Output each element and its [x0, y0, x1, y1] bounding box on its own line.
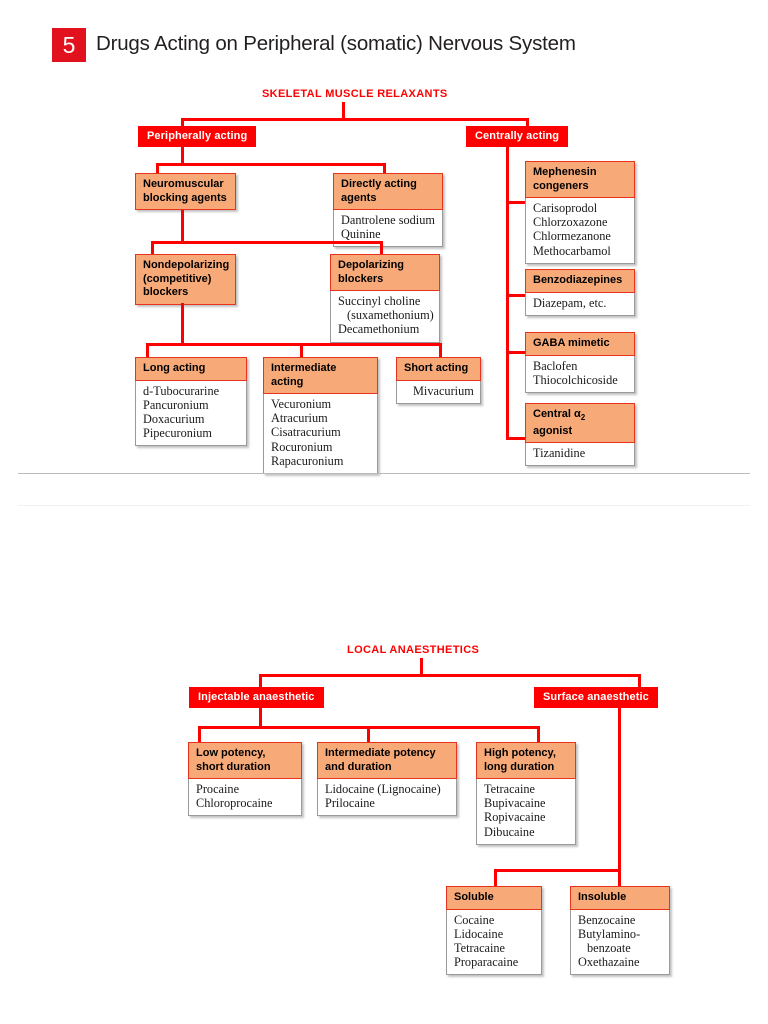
node-centrally-acting[interactable]: Centrally acting — [466, 126, 569, 147]
card-body: Cocaine Lidocaine Tetracaine Proparacain… — [446, 909, 542, 976]
connector-peripheral-stem — [181, 145, 184, 165]
connector-root2-stem — [420, 658, 423, 675]
card-body: Tetracaine Bupivacaine Ropivacaine Dibuc… — [476, 779, 576, 845]
connector-root-left-drop — [181, 118, 184, 130]
connector-root-stem — [342, 102, 345, 119]
card-central-alpha2-agonist[interactable]: Central α2 agonist Tizanidine — [525, 403, 635, 467]
node-surface-anaesthetic[interactable]: Surface anaesthetic — [534, 687, 658, 708]
connector-nondepol-bar — [146, 343, 442, 346]
connector-central-stub-gaba — [506, 351, 527, 354]
root-label-skeletal-muscle-relaxants: SKELETAL MUSCLE RELAXANTS — [262, 88, 448, 100]
root-label-local-anaesthetics: LOCAL ANAESTHETICS — [347, 644, 480, 656]
card-low-potency-short-duration[interactable]: Low potency, short duration Procaine Chl… — [188, 742, 302, 817]
card-body: Tizanidine — [525, 443, 635, 467]
card-intermediate-potency-and-duration[interactable]: Intermediate potency and duration Lidoca… — [317, 742, 457, 817]
connector-insoluble-drop — [618, 869, 621, 887]
connector-root2-right-drop — [638, 674, 641, 687]
card-body: Carisoprodol Chlorzoxazone Chlormezanone… — [525, 198, 635, 264]
connector-intermediate-drop — [300, 343, 303, 359]
section-divider-faint — [18, 505, 750, 506]
card-body: d-Tubocurarine Pancuronium Doxacurium Pi… — [135, 380, 247, 447]
connector-root-right-drop — [526, 118, 529, 130]
card-header: Insoluble — [570, 886, 670, 910]
card-header: Low potency, short duration — [188, 742, 302, 779]
connector-soluble-drop — [494, 869, 497, 887]
chapter-number-badge: 5 — [52, 28, 86, 62]
card-neuromuscular-blocking-agents[interactable]: Neuromuscular blocking agents — [135, 173, 236, 210]
card-short-acting[interactable]: Short acting Mivacurium — [396, 357, 481, 404]
page-title: Drugs Acting on Peripheral (somatic) Ner… — [96, 32, 576, 55]
card-body: Baclofen Thiocolchicoside — [525, 355, 635, 393]
connector-nondepol-stem — [181, 303, 184, 345]
card-benzodiazepines[interactable]: Benzodiazepines Diazepam, etc. — [525, 269, 635, 316]
connector-injectable-stem — [259, 706, 262, 728]
card-high-potency-long-duration[interactable]: High potency, long duration Tetracaine B… — [476, 742, 576, 845]
card-body: Vecuronium Atracurium Cisatracurium Rocu… — [263, 394, 378, 475]
card-header: High potency, long duration — [476, 742, 576, 779]
connector-central-stub-alpha2 — [506, 437, 527, 440]
connector-long-drop — [146, 343, 149, 359]
card-body: Lidocaine (Lignocaine) Prilocaine — [317, 779, 457, 817]
card-header: GABA mimetic — [525, 332, 635, 356]
card-header: Short acting — [396, 357, 481, 381]
connector-central-stub-mephenesin — [506, 201, 527, 204]
connector-central-stub-benzodiazepines — [506, 294, 527, 297]
card-header: Central α2 agonist — [525, 403, 635, 444]
card-header: Soluble — [446, 886, 542, 910]
card-body: Diazepam, etc. — [525, 292, 635, 316]
connector-high-potency-drop — [537, 726, 540, 744]
card-gaba-mimetic[interactable]: GABA mimetic Baclofen Thiocolchicoside — [525, 332, 635, 393]
card-long-acting[interactable]: Long acting d-Tubocurarine Pancuronium D… — [135, 357, 247, 447]
connector-peripheral-left-drop — [156, 163, 159, 175]
card-body: Procaine Chloroprocaine — [188, 779, 302, 817]
card-header: Benzodiazepines — [525, 269, 635, 293]
connector-root2-bar — [259, 674, 641, 677]
card-soluble[interactable]: Soluble Cocaine Lidocaine Tetracaine Pro… — [446, 886, 542, 976]
card-header-label: Central α2 agonist — [533, 408, 586, 437]
connector-root-bar — [181, 118, 529, 121]
node-peripherally-acting[interactable]: Peripherally acting — [138, 126, 257, 147]
card-body: Succinyl choline (suxamethonium) Decamet… — [330, 291, 440, 343]
card-header: Depolarizing blockers — [330, 254, 440, 291]
connector-root2-left-drop — [259, 674, 262, 687]
connector-low-potency-drop — [198, 726, 201, 744]
connector-peripheral-right-drop — [383, 163, 386, 175]
connector-nmb-right-drop — [380, 241, 383, 255]
card-nondepolarizing-blockers[interactable]: Nondepolarizing (competitive) blockers — [135, 254, 236, 305]
connector-central-trunk — [506, 145, 509, 440]
node-injectable-anaesthetic[interactable]: Injectable anaesthetic — [189, 687, 324, 708]
connector-surface-trunk — [618, 706, 621, 871]
connector-surface-bar — [494, 869, 621, 872]
connector-nmb-bar — [151, 241, 383, 244]
card-mephenesin-congeners[interactable]: Mephenesin congeners Carisoprodol Chlorz… — [525, 161, 635, 264]
section-divider — [18, 473, 750, 474]
card-header: Long acting — [135, 357, 247, 381]
card-insoluble[interactable]: Insoluble Benzocaine Butylamino- benzoat… — [570, 886, 670, 976]
card-intermediate-acting[interactable]: Intermediate acting Vecuronium Atracuriu… — [263, 357, 378, 475]
card-header: Directly acting agents — [333, 173, 443, 210]
card-header: Mephenesin congeners — [525, 161, 635, 198]
card-directly-acting-agents[interactable]: Directly acting agents Dantrolene sodium… — [333, 173, 443, 248]
connector-peripheral-bar — [156, 163, 386, 166]
card-header: Nondepolarizing (competitive) blockers — [135, 254, 236, 305]
card-body: Mivacurium — [396, 380, 481, 404]
card-body: Benzocaine Butylamino- benzoate Oxethaza… — [570, 909, 670, 976]
card-depolarizing-blockers[interactable]: Depolarizing blockers Succinyl choline (… — [330, 254, 440, 343]
card-header: Neuromuscular blocking agents — [135, 173, 236, 210]
connector-short-drop — [439, 343, 442, 359]
connector-intermediate-potency-drop — [367, 726, 370, 744]
card-header: Intermediate acting — [263, 357, 378, 394]
connector-nmb-left-drop — [151, 241, 154, 255]
card-header: Intermediate potency and duration — [317, 742, 457, 779]
connector-nmb-stem — [181, 210, 184, 243]
